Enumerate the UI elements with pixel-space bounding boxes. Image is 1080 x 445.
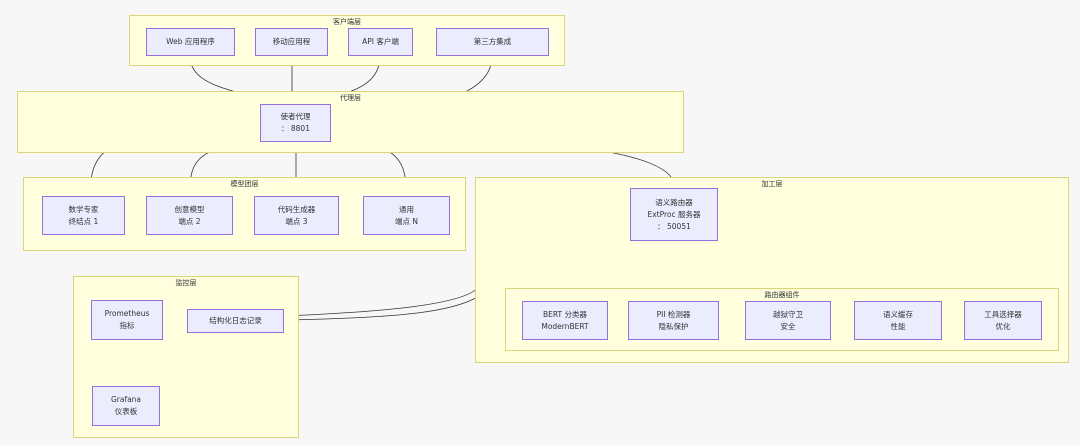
node-pii-detector[interactable]: PII 检测器 隐私保护 xyxy=(628,301,719,340)
group-processing-layer-title: 加工层 xyxy=(761,180,783,188)
node-bert-classifier-line-2: ModernBERT xyxy=(541,321,589,331)
node-bert-classifier[interactable]: BERT 分类器 ModernBERT xyxy=(522,301,608,340)
node-code-generator[interactable]: 代码生成器 端点 3 xyxy=(254,196,339,235)
node-grafana[interactable]: Grafana 仪表板 xyxy=(92,386,160,426)
node-code-generator-line-1: 代码生成器 xyxy=(277,204,316,214)
node-math-expert[interactable]: 数学专家 终结点 1 xyxy=(42,196,125,235)
node-semantic-router-line-1: 语义路由器 xyxy=(655,197,693,207)
node-structured-logging[interactable]: 结构化日志记录 xyxy=(187,309,284,333)
node-grafana-line-2: 仪表板 xyxy=(114,407,138,416)
node-semantic-router-line-3: ： 50051 xyxy=(657,221,691,231)
node-semantic-cache-line-2: 性能 xyxy=(890,321,906,331)
node-envoy-proxy[interactable]: 使者代理 ： 8801 xyxy=(260,104,331,142)
node-jailbreak-guard[interactable]: 越狱守卫 安全 xyxy=(745,301,831,340)
node-general[interactable]: 通用 端点 N xyxy=(363,196,450,235)
node-mobile-app[interactable]: 移动应用程 xyxy=(255,28,328,56)
node-general-line-2: 端点 N xyxy=(395,216,418,226)
node-third-party[interactable]: 第三方集成 xyxy=(436,28,549,56)
node-tool-selector-line-1: 工具选择器 xyxy=(984,309,1022,319)
node-envoy-line-2: ： 8801 xyxy=(281,124,310,133)
node-bert-classifier-line-1: BERT 分类器 xyxy=(542,309,587,319)
node-math-expert-line-1: 数学专家 xyxy=(68,204,99,214)
node-semantic-cache-line-1: 语义缓存 xyxy=(883,309,913,319)
group-models-layer-title: 模型团层 xyxy=(230,180,259,188)
node-envoy-line-1: 使者代理 xyxy=(280,112,311,121)
node-pii-detector-line-2: 隐私保护 xyxy=(658,321,689,331)
node-creative-model-line-2: 端点 2 xyxy=(178,216,201,226)
node-prometheus-line-1: Prometheus xyxy=(104,309,150,318)
node-api-client-line-1: API 客户端 xyxy=(362,37,399,46)
group-monitoring-layer-title: 监控层 xyxy=(175,279,197,287)
group-client-layer-title: 客户端层 xyxy=(333,18,361,26)
group-router-components-title: 路由器组件 xyxy=(764,291,800,299)
node-general-line-1: 通用 xyxy=(399,204,414,214)
node-semantic-cache[interactable]: 语义缓存 性能 xyxy=(854,301,942,340)
node-semantic-router-line-2: ExtProc 服务器 xyxy=(647,209,701,219)
node-third-party-line-1: 第三方集成 xyxy=(473,37,512,46)
node-prometheus[interactable]: Prometheus 指标 xyxy=(91,300,163,340)
node-web-app-line-1: Web 应用程序 xyxy=(166,37,215,46)
node-creative-model-line-1: 创意模型 xyxy=(174,204,205,214)
node-mobile-app-line-1: 移动应用程 xyxy=(272,37,311,46)
node-api-client[interactable]: API 客户端 xyxy=(348,28,413,56)
node-math-expert-line-2: 终结点 1 xyxy=(68,216,99,226)
node-tool-selector[interactable]: 工具选择器 优化 xyxy=(964,301,1042,340)
node-creative-model[interactable]: 创意模型 端点 2 xyxy=(146,196,233,235)
node-prometheus-line-2: 指标 xyxy=(119,321,135,330)
node-code-generator-line-2: 端点 3 xyxy=(285,216,308,226)
node-jailbreak-guard-line-2: 安全 xyxy=(780,321,796,331)
node-pii-detector-line-1: PII 检测器 xyxy=(656,309,691,319)
node-web-app[interactable]: Web 应用程序 xyxy=(146,28,235,56)
node-tool-selector-line-2: 优化 xyxy=(995,321,1011,331)
group-proxy-layer: 代理层 xyxy=(17,91,684,153)
node-semantic-router[interactable]: 语义路由器 ExtProc 服务器 ： 50051 xyxy=(630,188,718,241)
node-jailbreak-guard-line-1: 越狱守卫 xyxy=(773,309,803,319)
group-proxy-layer-title: 代理层 xyxy=(340,94,361,102)
node-structured-logging-line-1: 结构化日志记录 xyxy=(209,316,262,325)
node-grafana-line-1: Grafana xyxy=(110,395,142,404)
